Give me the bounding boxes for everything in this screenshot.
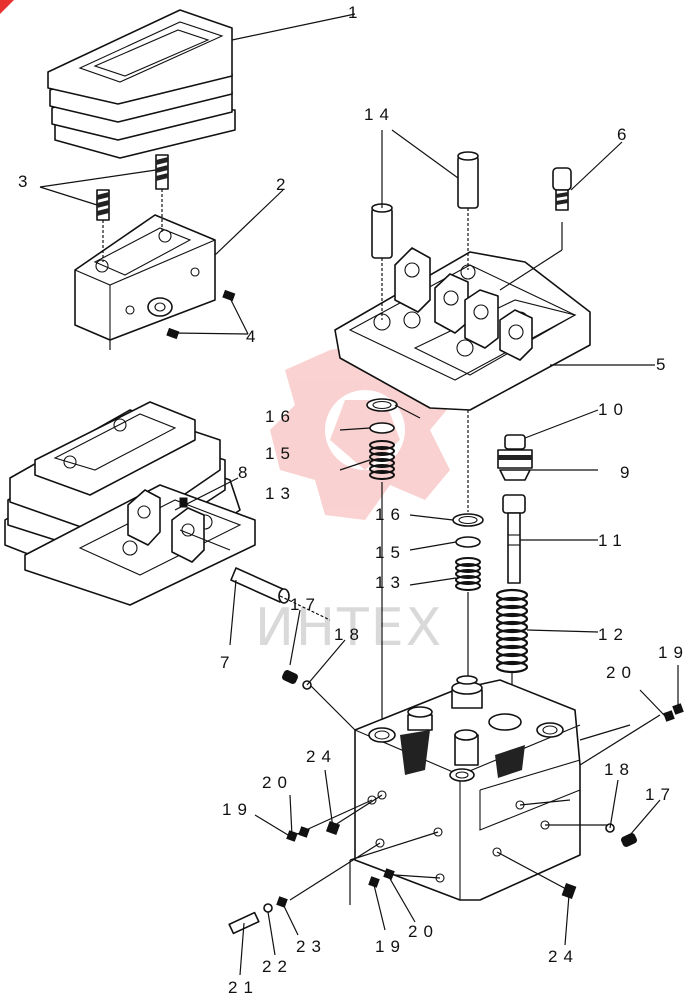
corner-mark <box>0 0 14 14</box>
callout-18b: 18 <box>604 760 635 779</box>
part-boot-upper <box>47 9 236 159</box>
callout-24a: 24 <box>306 747 337 766</box>
part-valve-body <box>354 675 581 901</box>
callout-17a: 17 <box>290 595 321 614</box>
part-block-upper <box>74 214 216 350</box>
callout-13a: 13 <box>265 484 296 503</box>
callout-24b: 24 <box>548 947 579 966</box>
callout-17b: 17 <box>645 785 676 804</box>
callout-7: 7 <box>220 653 235 672</box>
callout-19a: 19 <box>222 800 253 819</box>
callout-12: 12 <box>598 625 629 644</box>
part-pins-14 <box>371 151 479 320</box>
callout-18a: 18 <box>334 625 365 644</box>
callout-22: 22 <box>262 957 293 976</box>
callout-labels: 1 2 3 4 5 6 7 8 9 10 11 12 13 13 14 15 1… <box>18 3 688 997</box>
part-screw-6 <box>499 167 572 291</box>
callout-23: 23 <box>296 937 327 956</box>
callout-10: 10 <box>598 400 629 419</box>
callout-15b: 15 <box>375 543 406 562</box>
callout-leaders <box>39 13 679 976</box>
callout-6: 6 <box>617 125 632 144</box>
callout-19c: 19 <box>375 937 406 956</box>
watermark-text: ИНТЕХ <box>255 598 443 658</box>
callout-15a: 15 <box>265 444 296 463</box>
callout-20c: 20 <box>408 922 439 941</box>
part-plate-5 <box>334 247 591 411</box>
callout-19b: 19 <box>658 643 688 662</box>
callout-20b: 20 <box>606 663 637 682</box>
callout-2: 2 <box>276 175 291 194</box>
callout-8: 8 <box>238 463 253 482</box>
callout-5: 5 <box>656 355 671 374</box>
part-shaft-7 <box>179 529 331 621</box>
callout-4: 4 <box>246 327 261 346</box>
callout-21: 21 <box>228 978 259 997</box>
callout-14: 14 <box>364 105 395 124</box>
part-seals-center <box>452 410 484 680</box>
part-plunger-assembly <box>495 434 533 720</box>
callout-16a: 16 <box>265 407 296 426</box>
callout-3: 3 <box>18 172 33 191</box>
callout-13b: 13 <box>375 573 406 592</box>
callout-9: 9 <box>620 463 635 482</box>
callout-20a: 20 <box>262 773 293 792</box>
part-plate-lower <box>24 484 256 606</box>
callout-16b: 16 <box>375 505 406 524</box>
callout-11: 11 <box>598 531 628 550</box>
callout-1: 1 <box>348 3 363 22</box>
part-seals-left <box>366 398 398 735</box>
part-setscrews-4 <box>166 289 236 340</box>
